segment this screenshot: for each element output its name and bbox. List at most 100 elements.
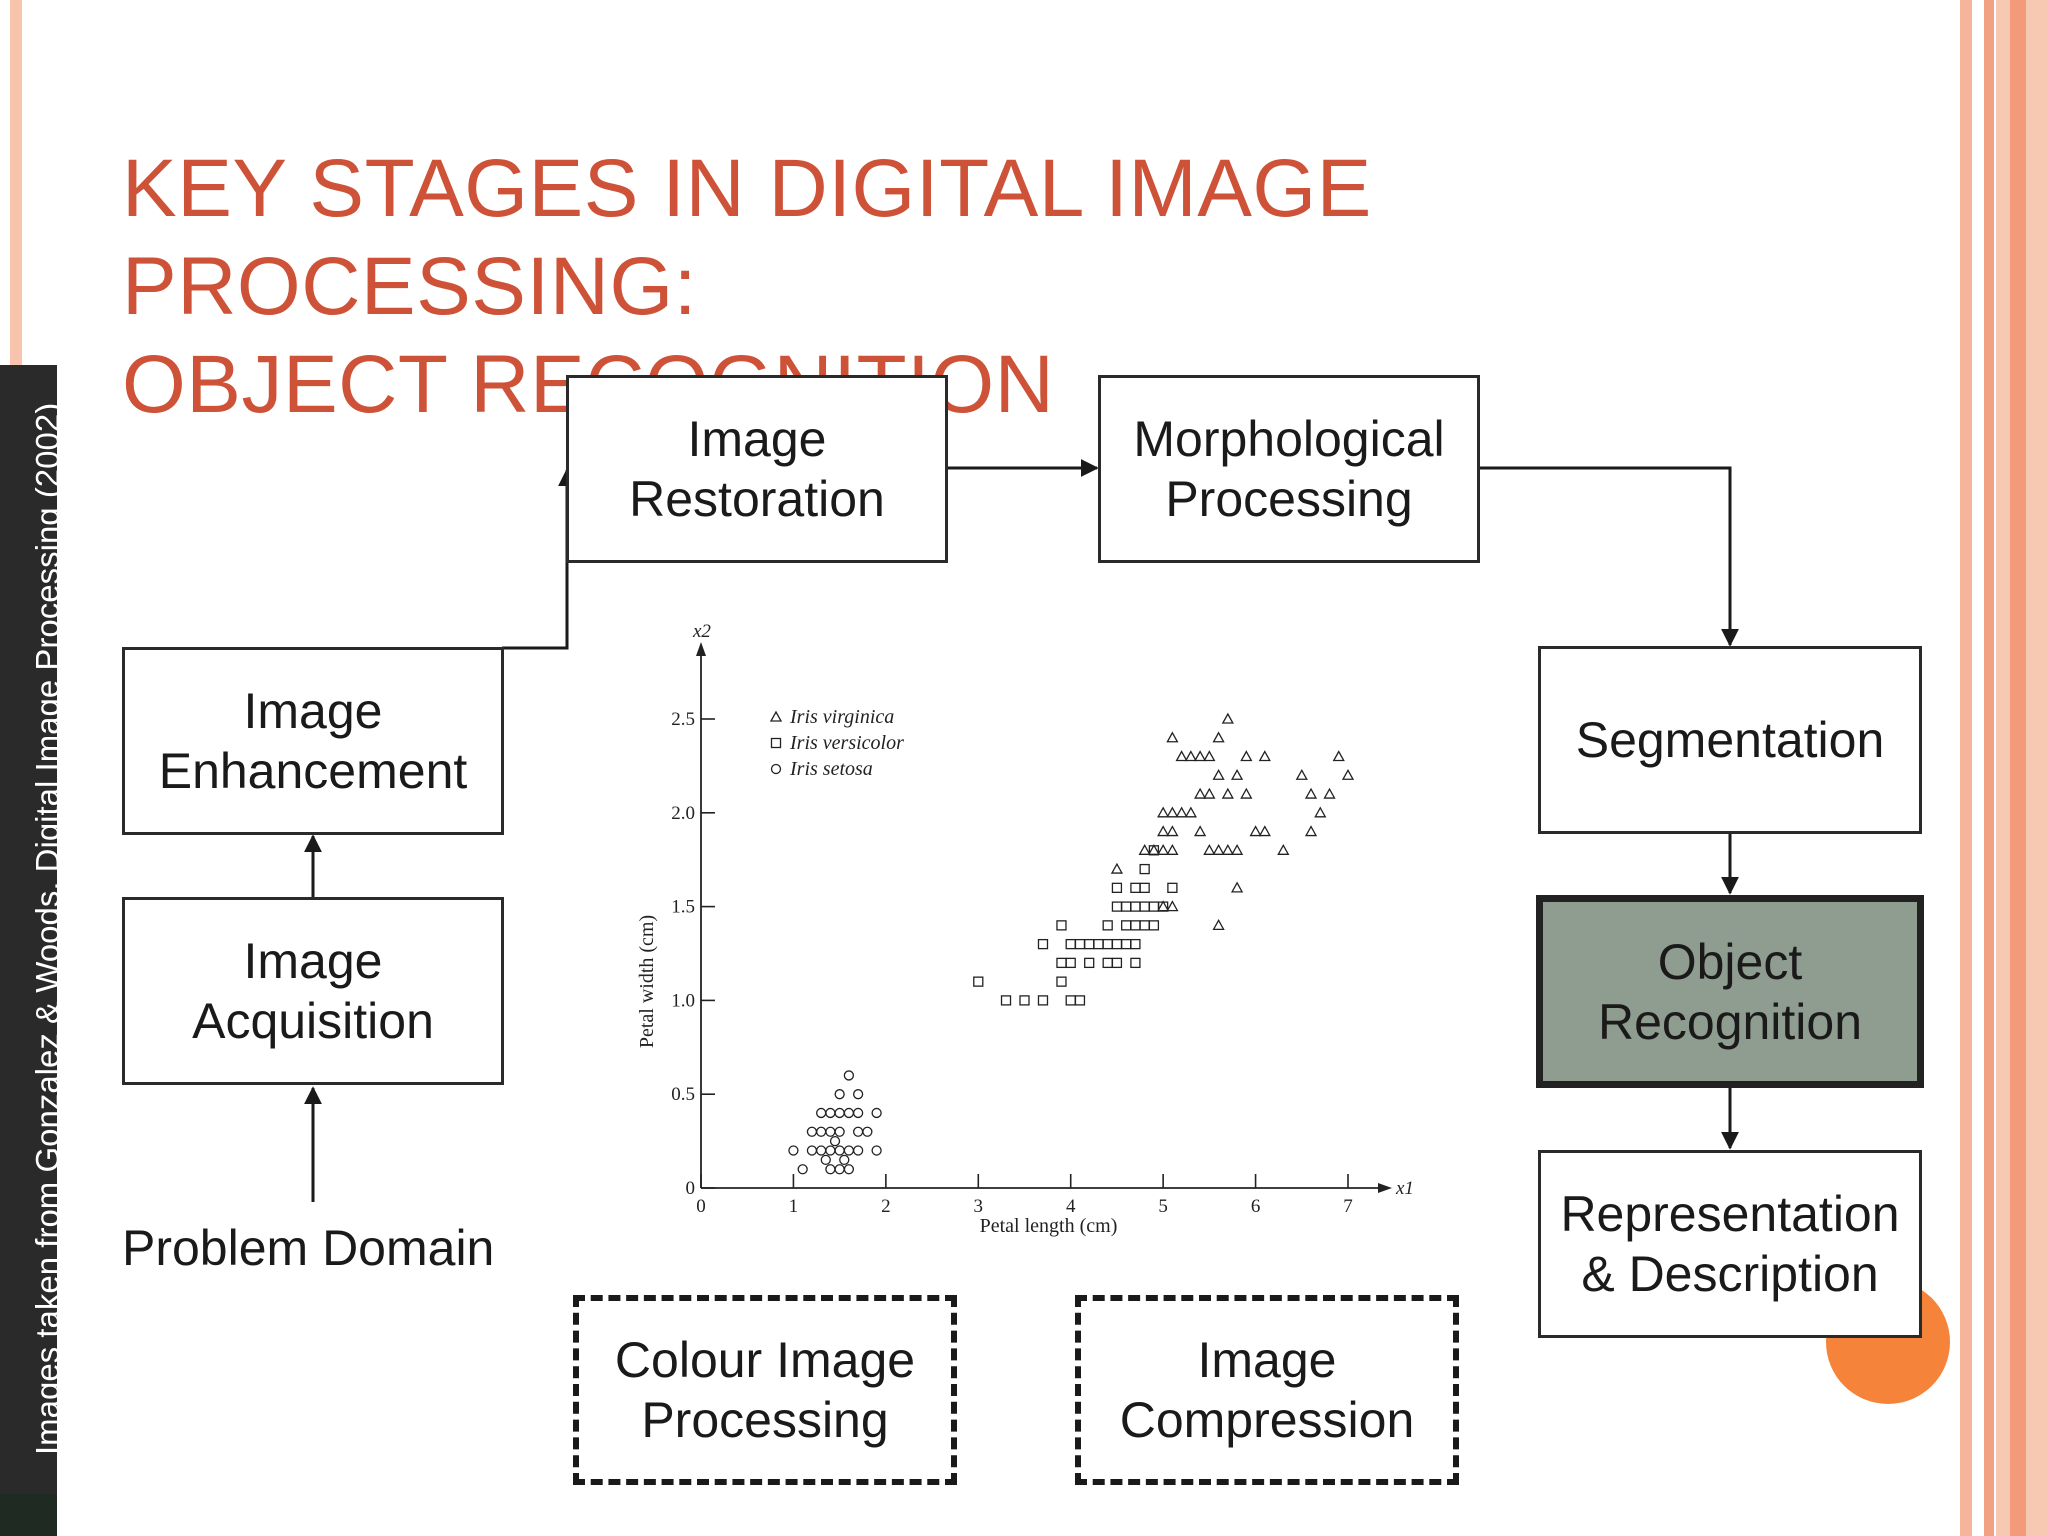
data-point: [1212, 919, 1225, 931]
x-tick-label: 7: [1343, 1196, 1353, 1217]
data-point: [825, 1107, 836, 1119]
x-tick-label: 1: [789, 1196, 799, 1217]
x-tick-label: 5: [1158, 1196, 1168, 1217]
stage-label: Processing: [641, 1392, 889, 1448]
data-point: [1258, 825, 1271, 837]
data-point: [1056, 976, 1067, 987]
data-point: [1184, 750, 1197, 762]
data-point: [1212, 768, 1225, 780]
x-axis-name: x1: [1395, 1178, 1414, 1199]
data-point: [816, 1126, 827, 1137]
x-axis-arrow: [1378, 1183, 1392, 1193]
y-tick-label: 1.5: [671, 897, 695, 918]
stage-label: Image: [243, 933, 383, 989]
data-point: [871, 1107, 882, 1119]
data-point: [825, 1145, 836, 1156]
data-point: [1110, 862, 1124, 874]
y-tick-label: 1.0: [671, 990, 695, 1011]
data-point: [1157, 900, 1170, 912]
data-point: [1157, 825, 1170, 837]
data-point: [1175, 806, 1188, 818]
y-axis-name: x2: [692, 621, 711, 642]
data-point: [1166, 900, 1179, 912]
data-point: [1102, 938, 1113, 950]
stage-label: Image: [687, 411, 827, 467]
data-point: [839, 1154, 850, 1166]
data-point: [1295, 768, 1308, 780]
data-point: [834, 1107, 845, 1119]
right-border-stripe: [2010, 0, 2026, 1536]
data-point: [843, 1070, 855, 1081]
data-point: [834, 1145, 845, 1156]
data-point: [843, 1164, 855, 1175]
data-point: [816, 1145, 827, 1156]
stage-label: Enhancement: [158, 743, 468, 799]
legend-entry: Iris versicolor: [789, 732, 904, 754]
data-point: [1175, 750, 1188, 762]
arrow-enhancement-to-restoration: [502, 468, 576, 650]
data-point: [1037, 938, 1049, 950]
stage-label: Segmentation: [1575, 712, 1885, 768]
data-point: [1130, 920, 1141, 931]
data-point: [1111, 957, 1123, 969]
data-point: [1074, 938, 1086, 950]
data-point: [806, 1126, 818, 1137]
data-point: [806, 1145, 818, 1156]
data-point: [825, 1164, 836, 1175]
thumbnail-image: [0, 1494, 57, 1536]
data-point: [788, 1145, 799, 1156]
data-point: [1148, 845, 1160, 856]
data-point: [1166, 731, 1179, 743]
legend-entry: Iris virginica: [789, 706, 894, 728]
data-point: [973, 976, 984, 987]
data-point: [1314, 806, 1327, 818]
data-point: [1111, 882, 1123, 893]
data-point: [1065, 957, 1076, 969]
y-tick-label: 0: [686, 1178, 696, 1199]
data-point: [1157, 843, 1170, 855]
data-point: [1230, 881, 1244, 893]
data-point: [1093, 938, 1104, 950]
stage-label: Colour Image: [614, 1332, 916, 1388]
data-point: [1074, 995, 1086, 1006]
data-point: [1230, 843, 1244, 855]
data-point: [1065, 938, 1076, 950]
slide-title: KEY STAGES IN DIGITAL IMAGE PROCESSING: …: [122, 140, 1942, 434]
data-point: [1332, 750, 1345, 762]
right-border-stripe: [1960, 0, 1972, 1536]
data-point: [1304, 825, 1318, 837]
data-point: [816, 1107, 827, 1119]
data-point: [1019, 995, 1030, 1006]
y-axis-arrow: [696, 642, 706, 656]
data-point: [862, 1126, 873, 1137]
data-point: [1121, 938, 1132, 950]
data-point: [852, 1126, 864, 1137]
data-point: [871, 1145, 882, 1156]
data-point: [834, 1164, 845, 1175]
data-point: [1084, 957, 1095, 969]
x-axis-label: Petal length (cm): [980, 1215, 1118, 1237]
data-point: [843, 1145, 855, 1156]
data-point: [1212, 843, 1225, 855]
stage-label: Acquisition: [192, 993, 434, 1049]
data-point: [1194, 787, 1207, 799]
data-point: [1130, 938, 1141, 950]
stage-label: Compression: [1119, 1392, 1415, 1448]
data-point: [1065, 995, 1076, 1006]
data-point: [1084, 938, 1095, 950]
data-point: [829, 1135, 841, 1147]
data-point: [1184, 806, 1197, 818]
stage-label: Object: [1657, 933, 1803, 990]
y-tick-label: 2.5: [671, 709, 695, 730]
data-point: [1130, 882, 1141, 893]
data-point: [1240, 787, 1253, 799]
data-point: [1130, 957, 1141, 969]
data-point: [1277, 843, 1290, 855]
data-point: [1037, 995, 1049, 1006]
data-point: [825, 1126, 836, 1137]
y-tick-label: 2.0: [671, 803, 695, 824]
